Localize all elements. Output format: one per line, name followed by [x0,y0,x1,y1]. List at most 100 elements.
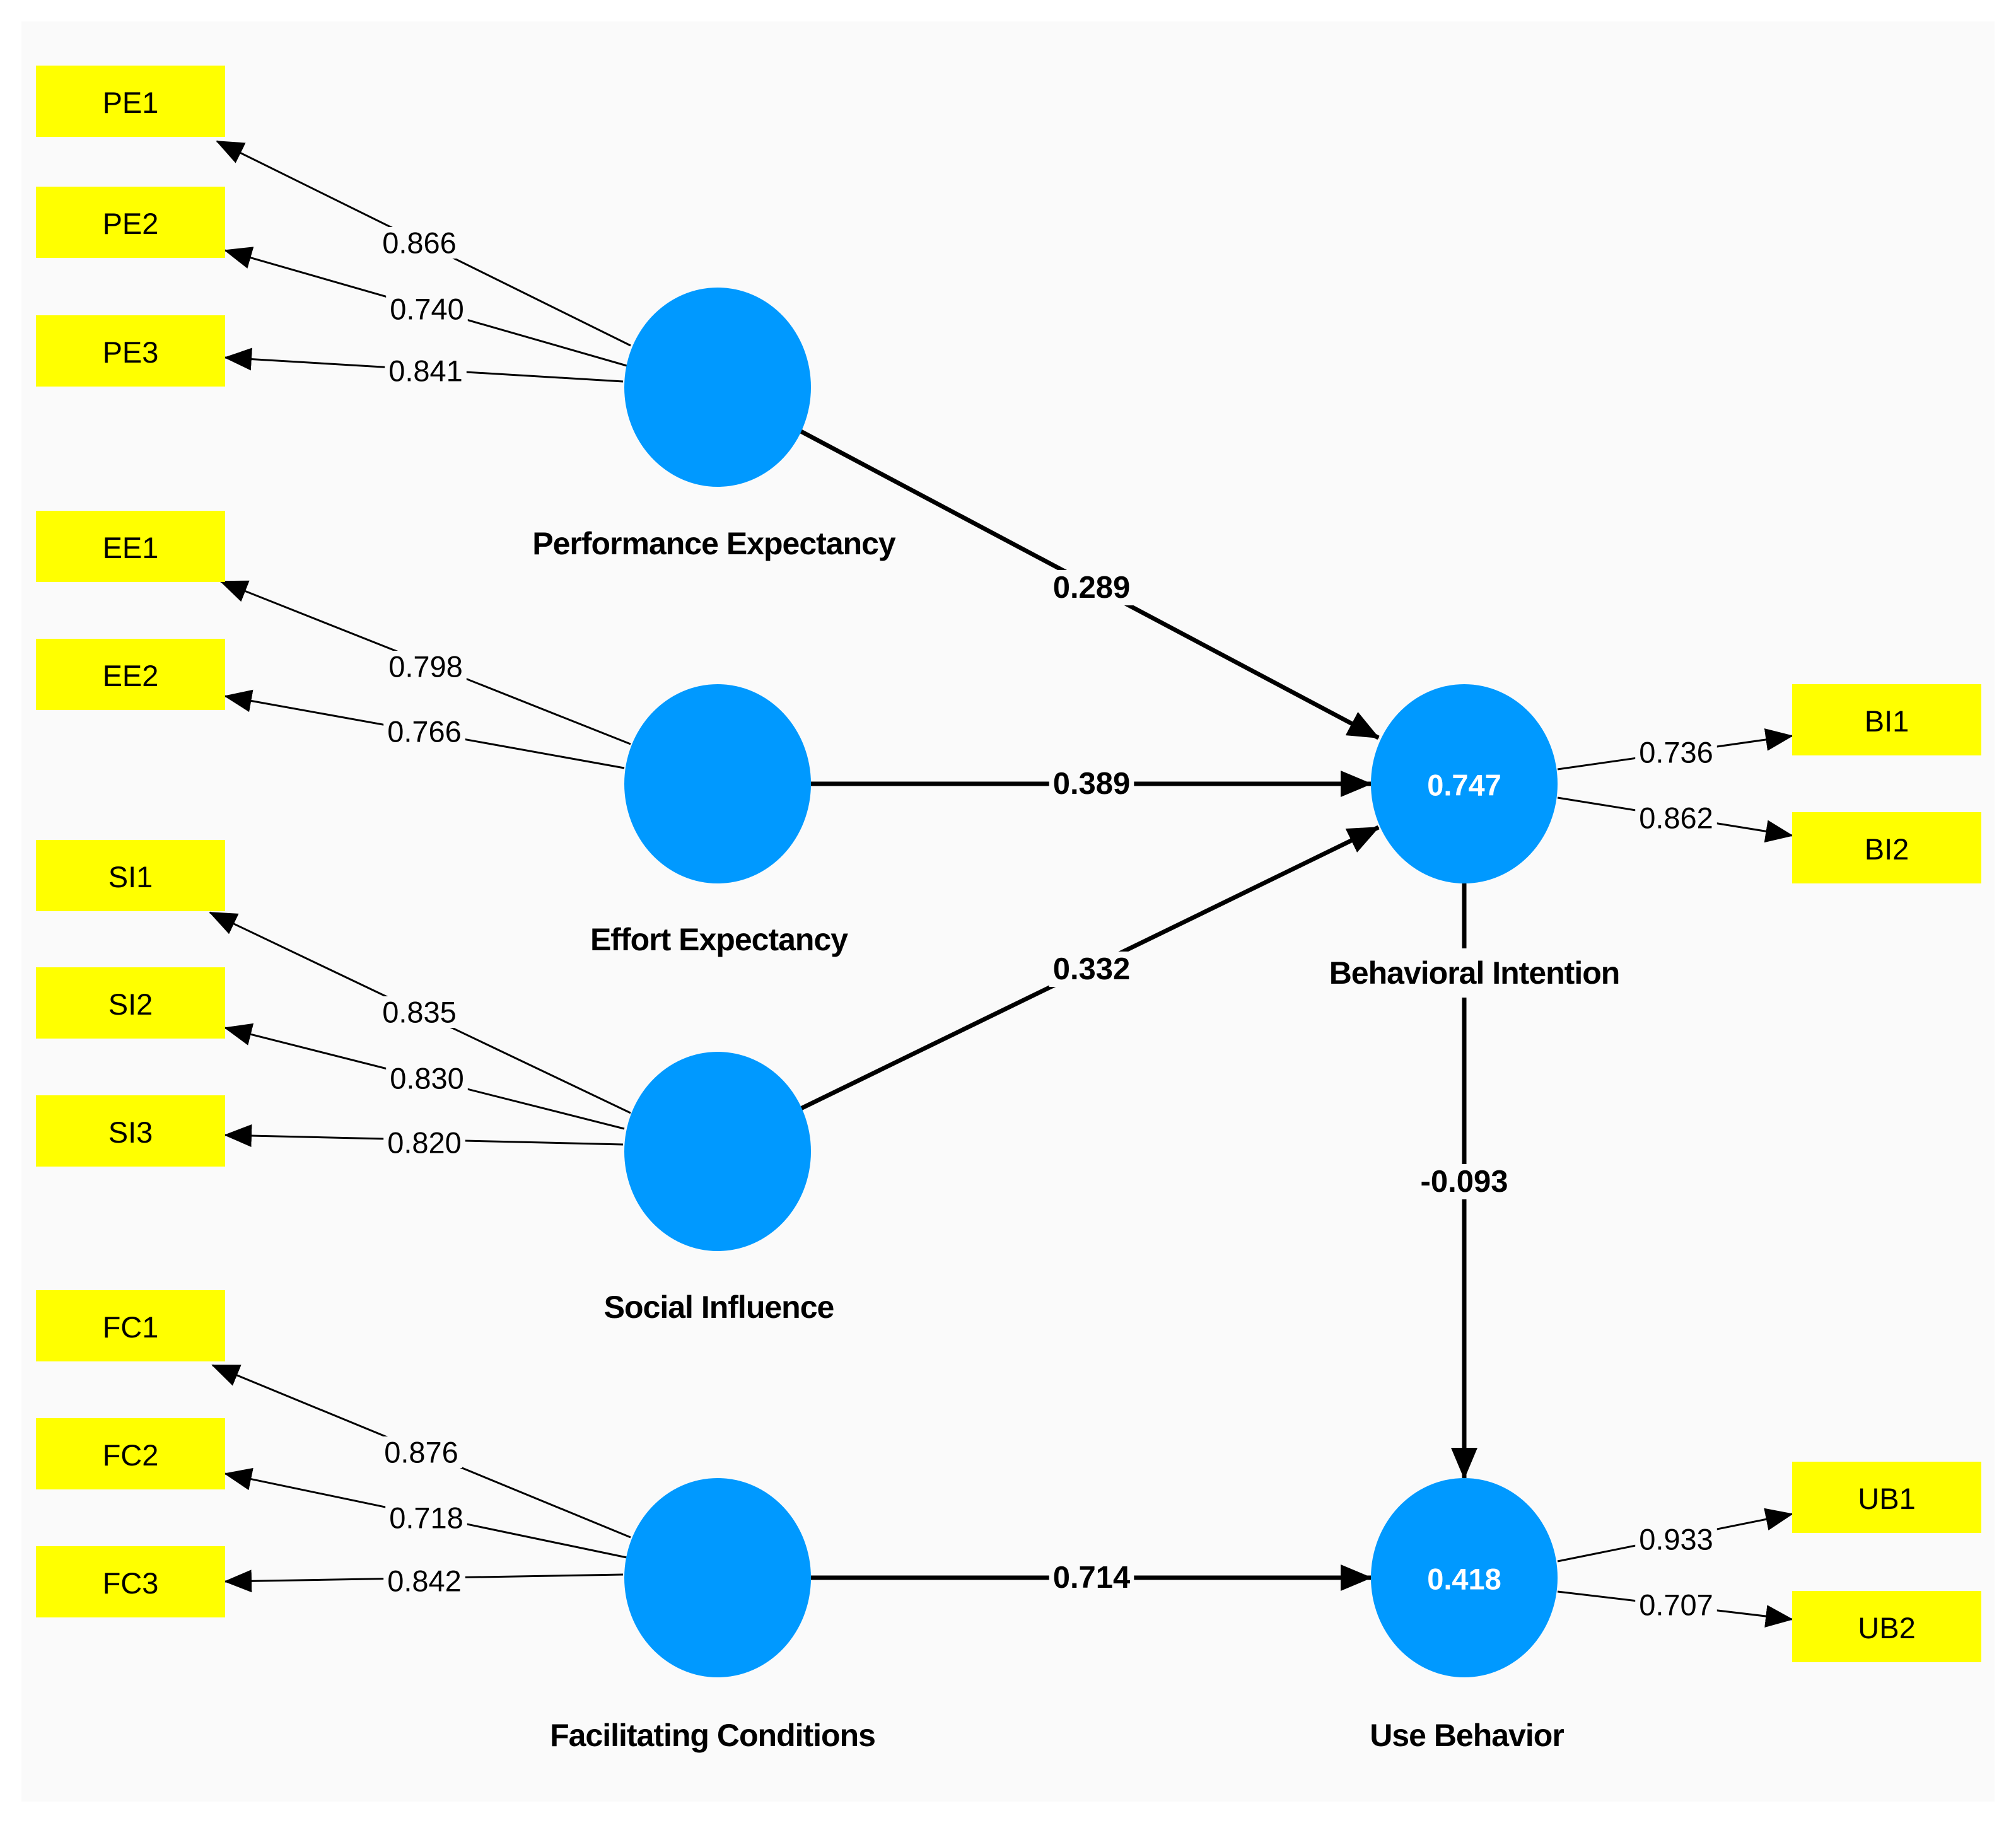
loading-label-si3-group: 0.820 [383,1126,465,1160]
loading-label-si2: 0.830 [390,1062,464,1095]
construct-label-use-behavior: Use Behavior [1370,1718,1564,1753]
loading-label-ee2: 0.766 [387,715,462,748]
construct-node-ee [624,684,811,883]
construct-label-performance-expectancy: Performance Expectancy [532,526,896,561]
loading-label-ee2-group: 0.766 [383,715,465,748]
loading-label-fc2: 0.718 [389,1501,463,1535]
loading-label-fc1: 0.876 [384,1436,458,1469]
path-coefficient-bi-ub-group: -0.093 [1416,1164,1512,1199]
indicator-box-fc3 [36,1546,225,1617]
indicator-label-ee2: EE2 [103,659,159,692]
construct-label-social-influence-background [588,1283,849,1332]
construct-node-ub [1371,1478,1558,1677]
loading-label-bi1-group: 0.736 [1635,736,1717,769]
indicator-box-pe2 [36,187,225,258]
loading-label-fc3: 0.842 [387,1564,462,1598]
indicator-box-bi1 [1792,684,1981,755]
indicator-box-pe1 [36,66,225,137]
loading-label-pe2-group: 0.740 [386,293,468,326]
loading-label-fc2-background [385,1502,467,1534]
loading-label-pe3-group: 0.841 [385,354,467,388]
loading-label-si3: 0.820 [387,1126,462,1160]
construct-label-effort-expectancy: Effort Expectancy [590,922,848,957]
loading-label-fc3-group: 0.842 [383,1564,465,1598]
loading-label-bi1-background [1635,737,1717,768]
indicator-box-si2 [36,967,225,1039]
construct-label-use-behavior-group: Use Behavior [1355,1711,1579,1760]
loading-label-pe1: 0.866 [382,226,457,260]
path-coefficient-bi-ub-background [1416,1164,1512,1199]
indicator-box-si1 [36,840,225,911]
indicator-box-ee2 [36,639,225,710]
loading-label-ee1-background [385,651,467,682]
construct-node-fc [624,1478,811,1677]
indicator-label-fc2: FC2 [103,1438,159,1472]
loading-label-si3-background [383,1127,465,1158]
loading-label-pe2: 0.740 [390,293,464,326]
diagram-background [21,21,1995,1802]
construct-label-facilitating-conditions-background [535,1711,890,1760]
loading-label-fc1-group: 0.876 [380,1436,462,1469]
construct-label-performance-expectancy-group: Performance Expectancy [517,519,911,568]
loading-label-bi2-group: 0.862 [1635,801,1717,835]
indicator-label-si2: SI2 [108,987,153,1021]
loading-label-pe1-background [378,227,460,259]
loading-label-fc1-background [380,1436,462,1468]
indicator-label-fc3: FC3 [103,1566,159,1600]
loading-label-ub1-background [1635,1523,1717,1555]
construct-label-performance-expectancy-background [517,519,911,568]
indicator-label-fc1: FC1 [103,1310,159,1344]
indicator-box-ee1 [36,511,225,582]
loading-label-ub2: 0.707 [1639,1588,1713,1622]
indicator-box-bi2 [1792,812,1981,883]
path-coefficient-ee-bi-group: 0.389 [1049,766,1134,801]
indicator-label-pe2: PE2 [103,207,159,240]
loading-label-pe3: 0.841 [388,354,463,388]
indicator-label-ub1: UB1 [1858,1482,1915,1515]
path-coefficient-bi-ub: -0.093 [1421,1165,1508,1199]
path-coefficient-si-bi-background [1049,952,1134,987]
indicator-label-si1: SI1 [108,860,153,894]
construct-label-behavioral-intention-background [1314,948,1635,998]
construct-label-facilitating-conditions: Facilitating Conditions [550,1718,875,1753]
construct-label-behavioral-intention-group: Behavioral Intention [1314,948,1635,998]
loading-label-si1-background [378,996,460,1028]
loading-label-pe1-group: 0.866 [378,226,460,260]
loading-label-pe3-background [385,355,467,387]
loading-label-si1: 0.835 [382,996,457,1029]
path-coefficient-ee-bi: 0.389 [1053,767,1131,801]
indicator-label-bi1: BI1 [1865,704,1909,738]
loading-label-fc3-background [383,1565,465,1597]
construct-label-use-behavior-background [1355,1711,1579,1760]
construct-label-effort-expectancy-group: Effort Expectancy [574,915,863,964]
loading-label-fc2-group: 0.718 [385,1501,467,1535]
path-coefficient-fc-ub-background [1049,1560,1134,1595]
indicator-label-pe1: PE1 [103,86,159,119]
indicator-label-ub2: UB2 [1858,1611,1915,1645]
loading-label-ub1: 0.933 [1639,1523,1713,1556]
indicator-box-fc1 [36,1290,225,1361]
construct-label-facilitating-conditions-group: Facilitating Conditions [535,1711,890,1760]
construct-node-bi [1371,684,1558,883]
construct-node-si [624,1052,811,1251]
loading-label-bi2-background [1635,802,1717,834]
indicator-box-ub1 [1792,1462,1981,1533]
indicator-label-bi2: BI2 [1865,832,1909,866]
loading-label-ub2-background [1635,1589,1717,1621]
loading-label-ee1: 0.798 [388,650,463,684]
r-squared-bi: 0.747 [1427,769,1501,802]
loading-label-pe2-background [386,293,468,325]
indicator-box-pe3 [36,315,225,387]
loading-label-si2-background [386,1063,468,1094]
loading-label-si2-group: 0.830 [386,1062,468,1095]
loading-label-bi1: 0.736 [1639,736,1713,769]
indicator-box-fc2 [36,1418,225,1489]
loading-label-ub1-group: 0.933 [1635,1523,1717,1556]
path-coefficient-ee-bi-background [1049,766,1134,801]
path-coefficient-fc-ub-group: 0.714 [1049,1560,1134,1595]
loading-label-ee2-background [383,716,465,747]
construct-node-pe [624,288,811,487]
loading-label-si1-group: 0.835 [378,996,460,1029]
loading-label-ee1-group: 0.798 [385,650,467,684]
